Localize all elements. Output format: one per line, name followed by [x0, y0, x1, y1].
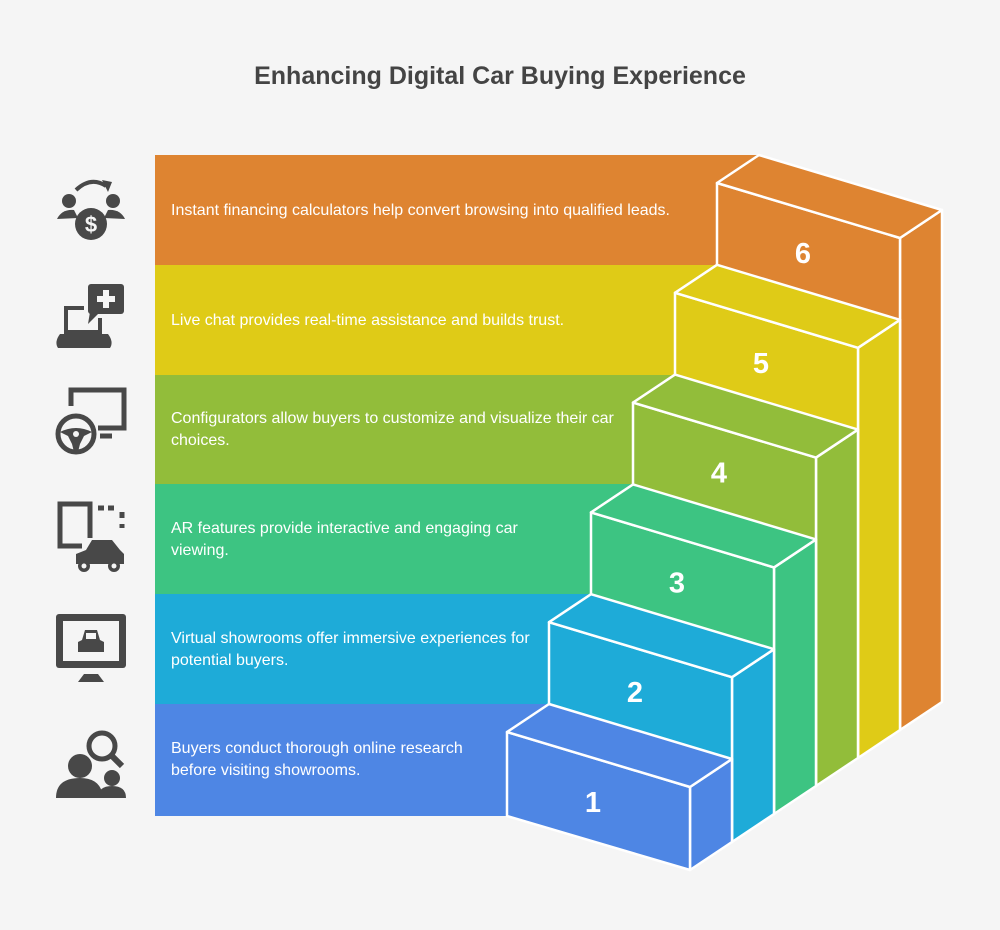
step-band-6: Instant financing calculators help conve… [155, 155, 759, 267]
step-side-face [730, 647, 776, 844]
step-description: Virtual showrooms offer immersive experi… [171, 630, 530, 670]
svg-text:$: $ [85, 212, 97, 237]
step-side-face [856, 318, 902, 760]
step-description: AR features provide interactive and enga… [171, 520, 518, 560]
step-side-face [898, 208, 944, 732]
step-number: 5 [753, 348, 769, 380]
step-band-3: AR features provide interactive and enga… [155, 484, 633, 597]
step-number: 3 [669, 567, 685, 599]
step-top-face [589, 483, 818, 569]
step-description: Instant financing calculators help conve… [171, 201, 670, 219]
step-side-face [814, 428, 860, 788]
step-top-face [505, 702, 734, 789]
financing-exchange-icon: $ [54, 174, 128, 248]
step-top-face [715, 153, 944, 240]
step-band-4: Configurators allow buyers to customize … [155, 374, 675, 487]
tablet-car-icon [54, 498, 128, 572]
step-description: Live chat provides real-time assistance … [171, 311, 565, 329]
step-top-face [673, 263, 902, 350]
step-number: 6 [795, 238, 811, 270]
step-side-face [772, 538, 818, 816]
monitor-steering-wheel-icon [54, 384, 128, 458]
monitor-car-icon [54, 612, 128, 686]
page-title: Enhancing Digital Car Buying Experience [254, 62, 746, 90]
step-top-face [547, 592, 776, 679]
step-number: 4 [711, 458, 727, 490]
step-band-5: Live chat provides real-time assistance … [155, 264, 717, 377]
step-description: Configurators allow buyers to customize … [171, 410, 614, 450]
step-description: Buyers conduct thorough online research … [171, 739, 463, 779]
step-number: 2 [627, 677, 643, 709]
step-band-2: Virtual showrooms offer immersive experi… [155, 594, 591, 706]
step-band-1: Buyers conduct thorough online research … [155, 704, 549, 816]
people-search-icon [54, 726, 128, 800]
laptop-chat-icon [54, 282, 128, 356]
step-top-face [631, 373, 860, 459]
step-number: 1 [585, 787, 601, 819]
